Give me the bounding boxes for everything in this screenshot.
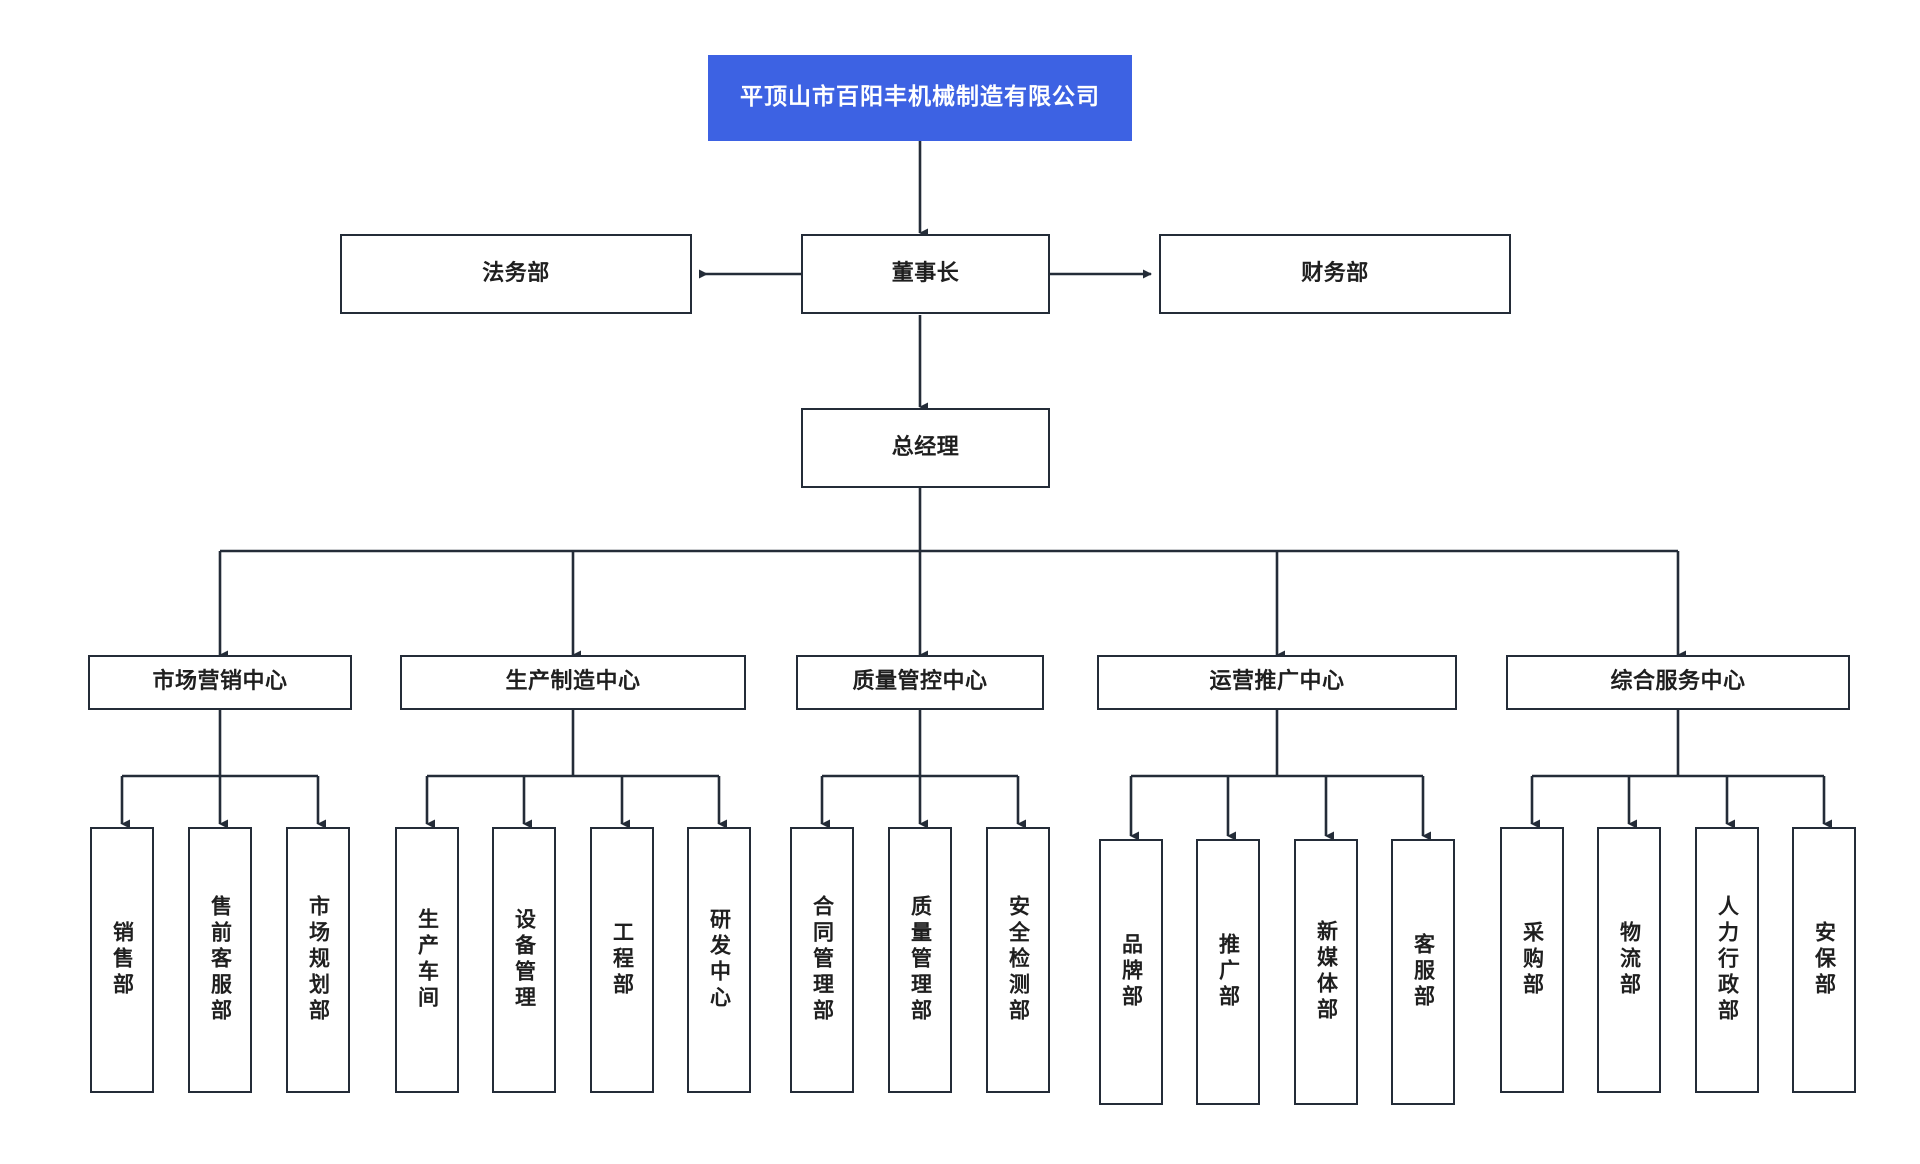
node-dept-market-planning[interactable]: 市场规划部 — [286, 827, 350, 1093]
node-center-operations-label: 运营推广中心 — [1209, 669, 1345, 695]
node-finance[interactable]: 财务部 — [1159, 234, 1511, 314]
node-center-operations[interactable]: 运营推广中心 — [1097, 655, 1457, 710]
node-dept-promotion-label: 推广部 — [1216, 933, 1241, 1011]
node-center-marketing[interactable]: 市场营销中心 — [88, 655, 352, 710]
node-dept-new-media[interactable]: 新媒体部 — [1294, 839, 1358, 1105]
node-dept-brand[interactable]: 品牌部 — [1099, 839, 1163, 1105]
node-dept-contract-management[interactable]: 合同管理部 — [790, 827, 854, 1093]
node-dept-safety-inspection-label: 安全检测部 — [1006, 895, 1031, 1025]
node-dept-safety-inspection[interactable]: 安全检测部 — [986, 827, 1050, 1093]
node-legal[interactable]: 法务部 — [340, 234, 692, 314]
node-dept-market-planning-label: 市场规划部 — [306, 895, 331, 1025]
node-dept-logistics[interactable]: 物流部 — [1597, 827, 1661, 1093]
node-dept-hr-admin[interactable]: 人力行政部 — [1695, 827, 1759, 1093]
node-dept-equipment-management[interactable]: 设备管理 — [492, 827, 556, 1093]
node-finance-label: 财务部 — [1301, 260, 1369, 286]
node-dept-quality-management[interactable]: 质量管理部 — [888, 827, 952, 1093]
node-dept-production-workshop[interactable]: 生产车间 — [395, 827, 459, 1093]
node-center-quality-label: 质量管控中心 — [852, 669, 988, 695]
node-dept-hr-admin-label: 人力行政部 — [1715, 895, 1740, 1025]
node-dept-equipment-management-label: 设备管理 — [512, 908, 537, 1012]
node-dept-engineering-label: 工程部 — [610, 921, 635, 999]
node-dept-quality-management-label: 质量管理部 — [908, 895, 933, 1025]
node-dept-promotion[interactable]: 推广部 — [1196, 839, 1260, 1105]
node-dept-security[interactable]: 安保部 — [1792, 827, 1856, 1093]
node-dept-customer-service[interactable]: 客服部 — [1391, 839, 1455, 1105]
node-general-manager-label: 总经理 — [891, 434, 960, 460]
node-general-manager[interactable]: 总经理 — [801, 408, 1050, 488]
node-company-label: 平顶山市百阳丰机械制造有限公司 — [740, 84, 1100, 111]
node-center-marketing-label: 市场营销中心 — [152, 669, 288, 695]
node-center-services-label: 综合服务中心 — [1610, 669, 1746, 695]
node-dept-customer-service-label: 客服部 — [1411, 933, 1436, 1011]
node-dept-security-label: 安保部 — [1812, 921, 1837, 999]
node-dept-presales-service-label: 售前客服部 — [208, 895, 233, 1025]
node-dept-logistics-label: 物流部 — [1617, 921, 1642, 999]
node-center-quality[interactable]: 质量管控中心 — [796, 655, 1044, 710]
node-dept-production-workshop-label: 生产车间 — [415, 908, 440, 1012]
node-legal-label: 法务部 — [482, 260, 550, 286]
node-dept-new-media-label: 新媒体部 — [1314, 920, 1339, 1024]
node-dept-contract-management-label: 合同管理部 — [810, 895, 835, 1025]
node-dept-sales-label: 销售部 — [110, 921, 135, 999]
node-dept-presales-service[interactable]: 售前客服部 — [188, 827, 252, 1093]
node-center-production[interactable]: 生产制造中心 — [400, 655, 746, 710]
node-center-services[interactable]: 综合服务中心 — [1506, 655, 1850, 710]
node-dept-procurement-label: 采购部 — [1520, 921, 1545, 999]
node-dept-brand-label: 品牌部 — [1119, 933, 1144, 1011]
node-chairman[interactable]: 董事长 — [801, 234, 1050, 314]
node-dept-sales[interactable]: 销售部 — [90, 827, 154, 1093]
node-dept-engineering[interactable]: 工程部 — [590, 827, 654, 1093]
node-dept-procurement[interactable]: 采购部 — [1500, 827, 1564, 1093]
node-company[interactable]: 平顶山市百阳丰机械制造有限公司 — [708, 55, 1132, 141]
node-center-production-label: 生产制造中心 — [505, 669, 641, 695]
node-dept-rnd-center-label: 研发中心 — [707, 908, 732, 1012]
node-chairman-label: 董事长 — [891, 260, 960, 286]
node-dept-rnd-center[interactable]: 研发中心 — [687, 827, 751, 1093]
